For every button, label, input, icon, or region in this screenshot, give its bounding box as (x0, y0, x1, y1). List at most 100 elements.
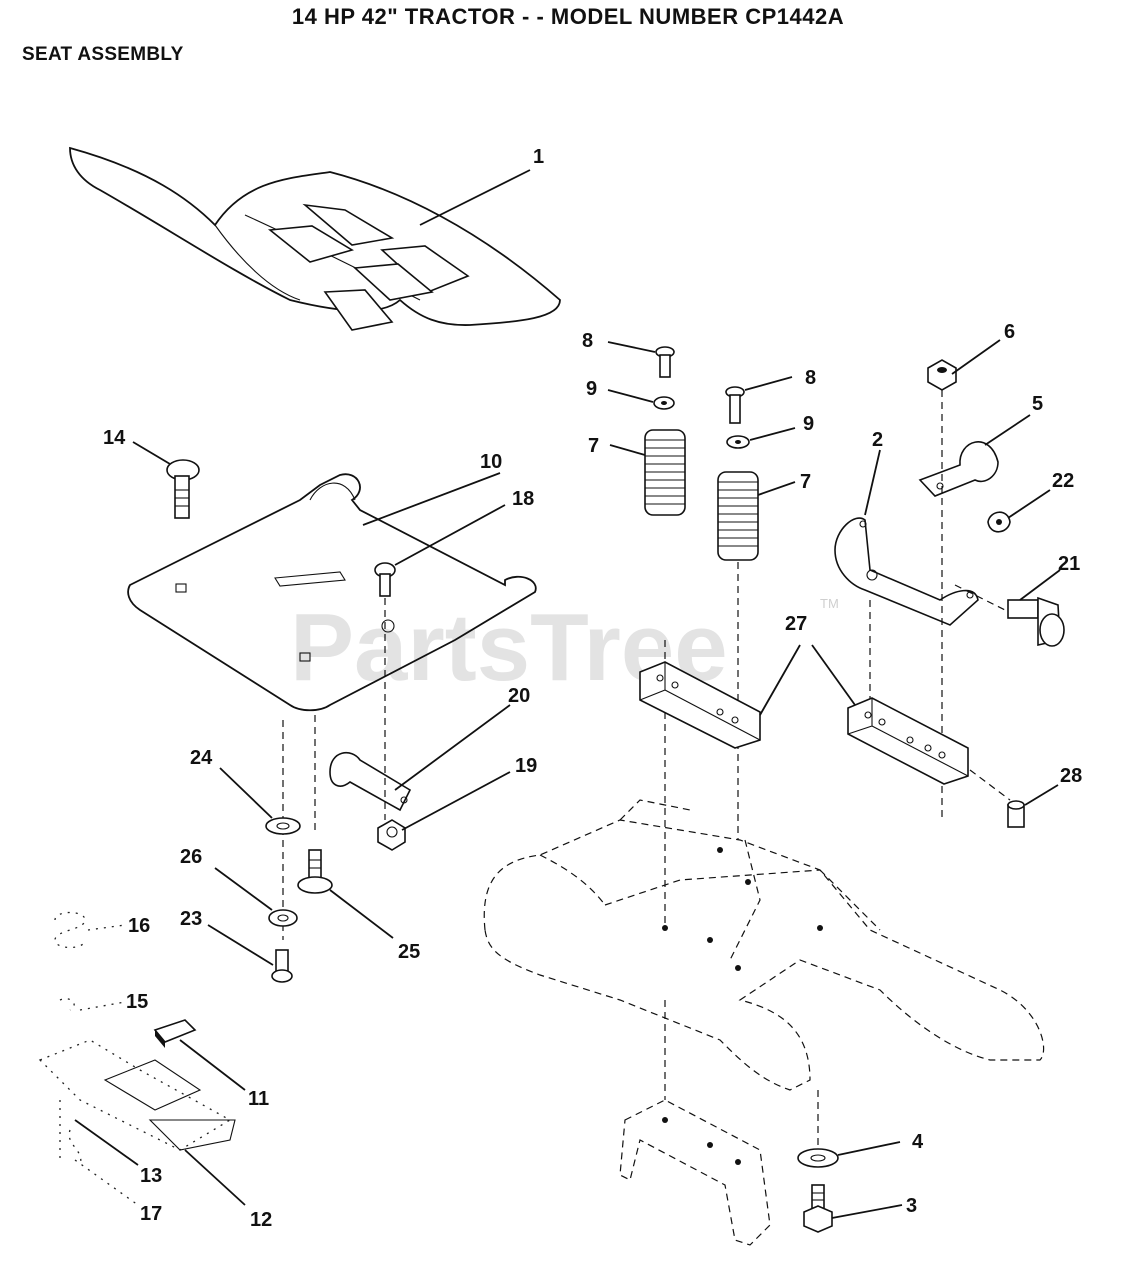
callout-label-18: 18 (512, 488, 534, 510)
screw-18-part[interactable] (374, 562, 396, 597)
leader-line-11 (179, 1039, 246, 1091)
leader-line-21 (1019, 569, 1061, 601)
seat-pan-part[interactable] (127, 473, 537, 712)
leader-line-25 (329, 889, 394, 939)
bracket-2-part[interactable] (834, 517, 979, 626)
spacer-28-part[interactable] (1007, 800, 1025, 828)
callout-label-4: 4 (912, 1131, 924, 1153)
leader-line-27a (759, 644, 801, 716)
leader-line-9a (607, 389, 654, 403)
leader-line-22 (1007, 489, 1051, 519)
callout-label-23: 23 (180, 908, 202, 930)
leader-line-12 (184, 1149, 246, 1206)
callout-label-1: 1 (533, 146, 544, 168)
callout-label-3: 3 (906, 1195, 917, 1217)
callout-label-10: 10 (480, 451, 502, 473)
carriage-bolt-part[interactable] (166, 459, 200, 519)
diagram-subtitle: SEAT ASSEMBLY (22, 44, 184, 65)
callout-label-13: 13 (140, 1165, 162, 1187)
leader-line-27b (811, 644, 856, 706)
leader-line-28 (1024, 784, 1059, 806)
callout-label-20: 20 (508, 685, 530, 707)
callout-label-16: 16 (128, 915, 150, 937)
callout-labels: 1 2 3 4 5 6 7 7 8 8 9 9 10 11 12 13 14 1… (103, 146, 1082, 1231)
washer-24-part[interactable] (265, 817, 301, 835)
callout-label-27: 27 (785, 613, 807, 635)
lower-mount-reference (619, 1099, 771, 1246)
callout-label-7a: 7 (588, 435, 599, 457)
spring-7-left-part[interactable] (644, 429, 686, 516)
leader-line-16 (87, 924, 126, 931)
nut-6-part[interactable] (927, 359, 957, 391)
callout-label-9a: 9 (586, 378, 597, 400)
washer-4-part[interactable] (797, 1148, 839, 1168)
watermark-trademark: TM (820, 596, 839, 611)
bolt-23-part[interactable] (271, 949, 293, 983)
seat-part[interactable] (69, 146, 561, 331)
leader-line-18 (394, 504, 506, 566)
leader-line-5 (984, 414, 1031, 446)
bolt-8-right-part[interactable] (725, 386, 745, 424)
bolt-3-part[interactable] (803, 1184, 833, 1233)
callout-label-14: 14 (103, 427, 126, 449)
slide-block-27-left-part[interactable] (639, 661, 761, 749)
leader-line-26 (214, 867, 273, 911)
callout-label-26: 26 (180, 846, 202, 868)
callout-label-21: 21 (1058, 553, 1080, 575)
tractor-frame-reference (483, 799, 1045, 1091)
nut-22-part[interactable] (987, 511, 1011, 533)
callout-label-9b: 9 (803, 413, 814, 435)
callout-label-6: 6 (1004, 321, 1015, 343)
callout-label-19: 19 (515, 755, 537, 777)
callout-label-25: 25 (398, 941, 420, 963)
callout-label-17: 17 (140, 1203, 162, 1225)
knob-bolt-21-part[interactable] (1007, 596, 1065, 647)
guide-line-28 (969, 769, 1011, 801)
callout-label-8b: 8 (805, 367, 816, 389)
leader-line-4 (837, 1141, 901, 1156)
washer-9-right-part[interactable] (726, 435, 750, 449)
callout-label-22: 22 (1052, 470, 1074, 492)
callout-label-2: 2 (872, 429, 883, 451)
clamp-5-part[interactable] (918, 441, 999, 497)
spring-16-part[interactable] (54, 911, 86, 949)
leader-line-24 (219, 767, 273, 819)
leader-line-17 (74, 1159, 139, 1206)
key-11-part[interactable] (153, 1019, 197, 1048)
callout-label-11: 11 (248, 1088, 269, 1110)
nut-19-part[interactable] (377, 819, 406, 851)
leader-line-1 (419, 169, 531, 226)
diagram-title: 14 HP 42" TRACTOR - - MODEL NUMBER CP144… (291, 4, 845, 29)
leader-line-6 (951, 339, 1001, 375)
leader-line-15 (79, 1001, 126, 1011)
callout-label-5: 5 (1032, 393, 1043, 415)
callout-label-15: 15 (126, 991, 148, 1013)
leader-line-7a (609, 444, 646, 456)
leader-line-13 (74, 1119, 139, 1166)
leader-line-2 (864, 449, 881, 516)
leader-line-14 (132, 441, 171, 465)
leader-line-19 (401, 771, 511, 831)
leader-line-7b (757, 481, 796, 496)
clamp-20-part[interactable] (329, 751, 412, 812)
washer-9-left-part[interactable] (653, 396, 675, 410)
callout-label-28: 28 (1060, 765, 1082, 787)
callout-label-7b: 7 (800, 471, 811, 493)
leader-line-3 (831, 1204, 903, 1219)
washer-26-part[interactable] (268, 909, 298, 927)
leader-line-23 (207, 924, 274, 966)
leader-line-8b (744, 376, 793, 391)
leader-line-8a (607, 341, 656, 353)
spring-7-right-part[interactable] (717, 471, 759, 561)
seat-adjuster-assembly[interactable] (38, 998, 236, 1166)
callout-label-24: 24 (190, 747, 213, 769)
leader-line-20 (394, 704, 511, 791)
shoulder-bolt-25-part[interactable] (297, 849, 333, 894)
callout-label-12: 12 (250, 1209, 272, 1231)
guide-line-21 (954, 584, 1006, 611)
leader-line-10 (362, 472, 501, 526)
callout-label-8a: 8 (582, 330, 593, 352)
slide-block-27-right-part[interactable] (847, 697, 969, 785)
bolt-8-left-part[interactable] (655, 346, 675, 378)
